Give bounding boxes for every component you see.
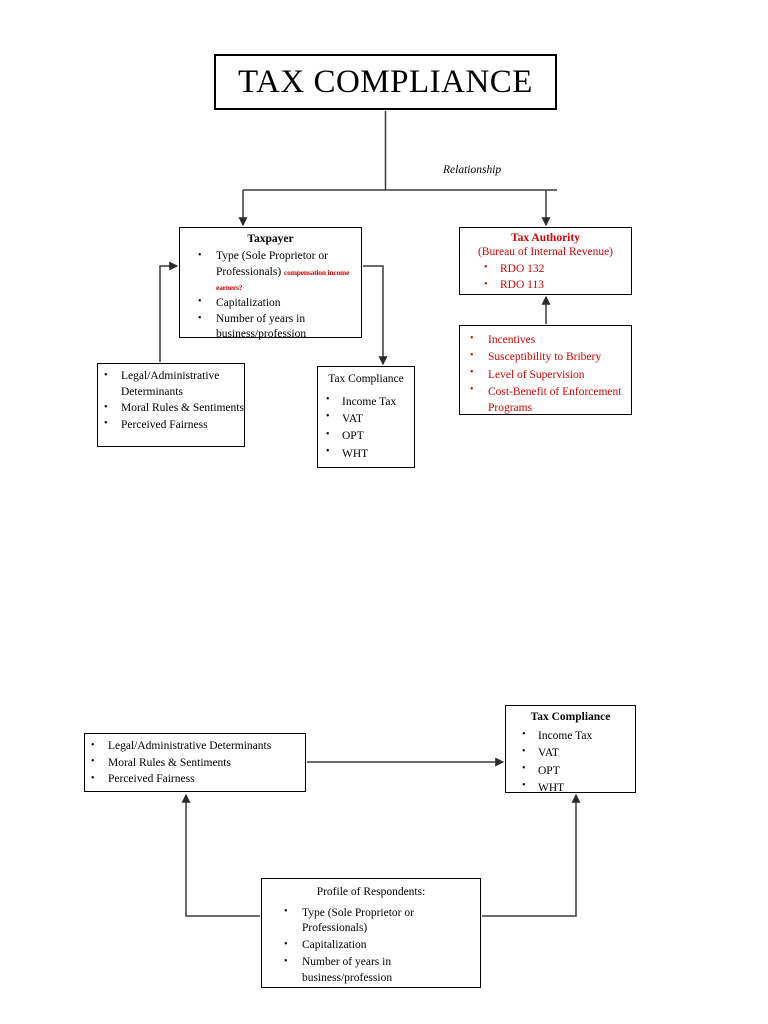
lower-tax-compliance-heading: Tax Compliance <box>530 711 611 723</box>
edge-profile-to-compliance2 <box>482 793 581 917</box>
relationship-label: Relationship <box>443 164 502 176</box>
list-item: VAT <box>522 745 635 761</box>
edge-determinants-to-taxpayer <box>159 261 179 362</box>
list-item: Legal/Administrative Determinants <box>91 739 305 755</box>
list-item: Income Tax <box>522 728 635 744</box>
list-item: Perceived Fairness <box>104 417 244 434</box>
list-item: Capitalization <box>198 295 361 311</box>
tax-authority-box: Tax Authority (Bureau of Internal Revenu… <box>459 227 632 295</box>
list-item: Incentives <box>470 331 631 348</box>
edge-profile-to-determinants2 <box>181 793 260 917</box>
tax-compliance-box: Tax Compliance Income Tax VAT OPT WHT <box>317 366 415 468</box>
taxpayer-bullet-type: Type (Sole Proprietor or Professionals) <box>216 250 328 278</box>
profile-of-respondents-box: Profile of Respondents: Type (Sole Propr… <box>261 878 481 988</box>
list-item: Type (Sole Proprietor or Professionals) … <box>198 249 361 295</box>
list-item: WHT <box>326 445 414 462</box>
lower-determinants-bullet-list: Legal/Administrative Determinants Moral … <box>85 739 305 788</box>
lower-tax-compliance-box: Tax Compliance Income Tax VAT OPT WHT <box>505 705 636 795</box>
edge-taxpayer-to-tax-compliance <box>363 265 388 366</box>
tax-compliance-bullet-list: Income Tax VAT OPT WHT <box>318 393 414 462</box>
list-item: Number of years in business/profession <box>198 312 361 342</box>
list-item: Cost-Benefit of Enforcement Programs <box>470 383 631 417</box>
list-item: WHT <box>522 779 635 796</box>
lower-tax-compliance-bullet-list: Income Tax VAT OPT WHT <box>506 728 635 795</box>
list-item: Capitalization <box>284 938 480 954</box>
list-item: RDO 132 <box>484 261 631 277</box>
enforcement-bullet-list: Incentives Susceptibility to Bribery Lev… <box>460 331 631 417</box>
list-item: Perceived Fairness <box>91 772 305 788</box>
list-item: Moral Rules & Sentiments <box>104 401 244 417</box>
list-item: Type (Sole Proprietor or Professionals) <box>284 905 480 938</box>
lower-determinants-box: Legal/Administrative Determinants Moral … <box>84 733 306 792</box>
root-title-box: TAX COMPLIANCE <box>214 54 557 110</box>
taxpayer-heading: Taxpayer <box>247 233 294 245</box>
tax-authority-bullet-list: RDO 132 RDO 113 <box>460 261 631 294</box>
list-item: Moral Rules & Sentiments <box>91 755 305 772</box>
tax-authority-heading: Tax Authority <box>511 232 580 244</box>
list-item: Level of Supervision <box>470 366 631 383</box>
list-item: Legal/Administrative Determinants <box>104 368 244 400</box>
determinants-box: Legal/Administrative Determinants Moral … <box>97 363 245 447</box>
profile-bullet-list: Type (Sole Proprietor or Professionals) … <box>262 905 480 987</box>
list-item: Susceptibility to Bribery <box>470 349 631 365</box>
list-item: OPT <box>326 428 414 444</box>
list-item: Number of years in business/profession <box>284 955 480 987</box>
taxpayer-bullet-list: Type (Sole Proprietor or Professionals) … <box>180 249 361 342</box>
taxpayer-red-annotation: compensation income earners? <box>216 267 350 292</box>
list-item: Income Tax <box>326 393 414 410</box>
list-item: VAT <box>326 410 414 427</box>
taxpayer-box: Taxpayer Type (Sole Proprietor or Profes… <box>179 227 362 340</box>
profile-heading: Profile of Respondents: <box>316 886 426 898</box>
tax-authority-subheading: (Bureau of Internal Revenue) <box>477 246 614 259</box>
page-title: TAX COMPLIANCE <box>238 63 533 100</box>
determinants-bullet-list: Legal/Administrative Determinants Moral … <box>98 368 244 434</box>
enforcement-factors-box: Incentives Susceptibility to Bribery Lev… <box>459 325 632 415</box>
list-item: OPT <box>522 762 635 779</box>
tax-compliance-heading: Tax Compliance <box>328 373 404 385</box>
list-item: RDO 113 <box>484 278 631 293</box>
